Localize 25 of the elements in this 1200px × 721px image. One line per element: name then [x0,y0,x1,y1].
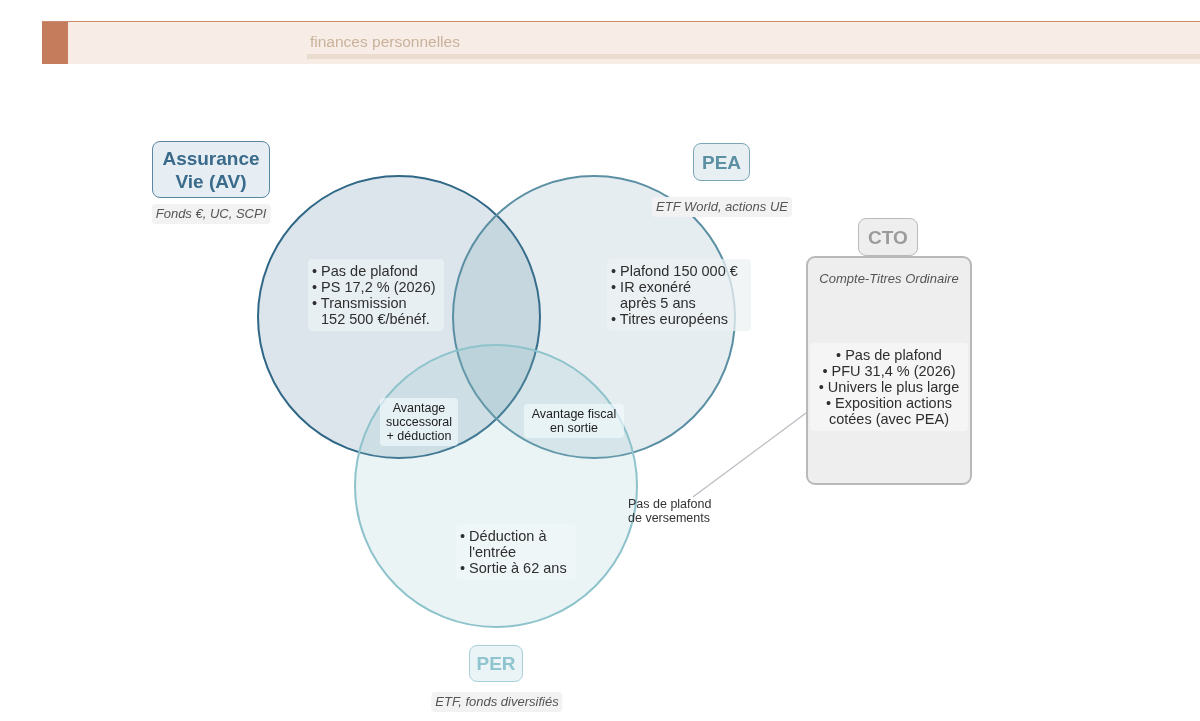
bullet-point: • Titres européens [611,311,730,327]
bullet-point: • Transmission 152 500 €/bénéf. [312,295,431,327]
bullet-point: • IR exonéré après 5 ans [611,279,697,311]
bullet-point: • PFU 31,4 % (2026) [821,363,957,379]
bullet-point: • Exposition actions cotées (avec PEA) [825,395,953,427]
overlap-label: Avantage fiscal en sortie [524,404,624,438]
title-badge: PER [469,645,523,682]
callout-text: Pas de plafond de versements [628,497,720,525]
subtitle: Compte-Titres Ordinaire [818,270,960,288]
bullet-point: • Déduction à l'entrée [460,528,548,560]
title-badge: Assurance Vie (AV) [152,141,270,198]
bullet-point: • Pas de plafond [312,263,419,279]
leader-line [692,412,807,498]
bullet-point: • Sortie à 62 ans [460,560,568,576]
subtitle: ETF, fonds diversifiés [431,692,563,712]
bullet-point: • PS 17,2 % (2026) [312,279,437,295]
title-badge: CTO [858,218,918,256]
overlap-label: Avantage successoral + déduction [380,398,458,446]
subtitle: Fonds €, UC, SCPI [151,204,271,224]
subtitle: ETF World, actions UE [652,197,792,217]
title-badge: PEA [693,143,750,181]
bullet-point: • Pas de plafond [835,347,943,363]
tagline: finances personnelles [310,33,460,51]
bullet-point: • Univers le plus large [817,379,961,395]
bullet-point: • Plafond 150 000 € [611,263,739,279]
